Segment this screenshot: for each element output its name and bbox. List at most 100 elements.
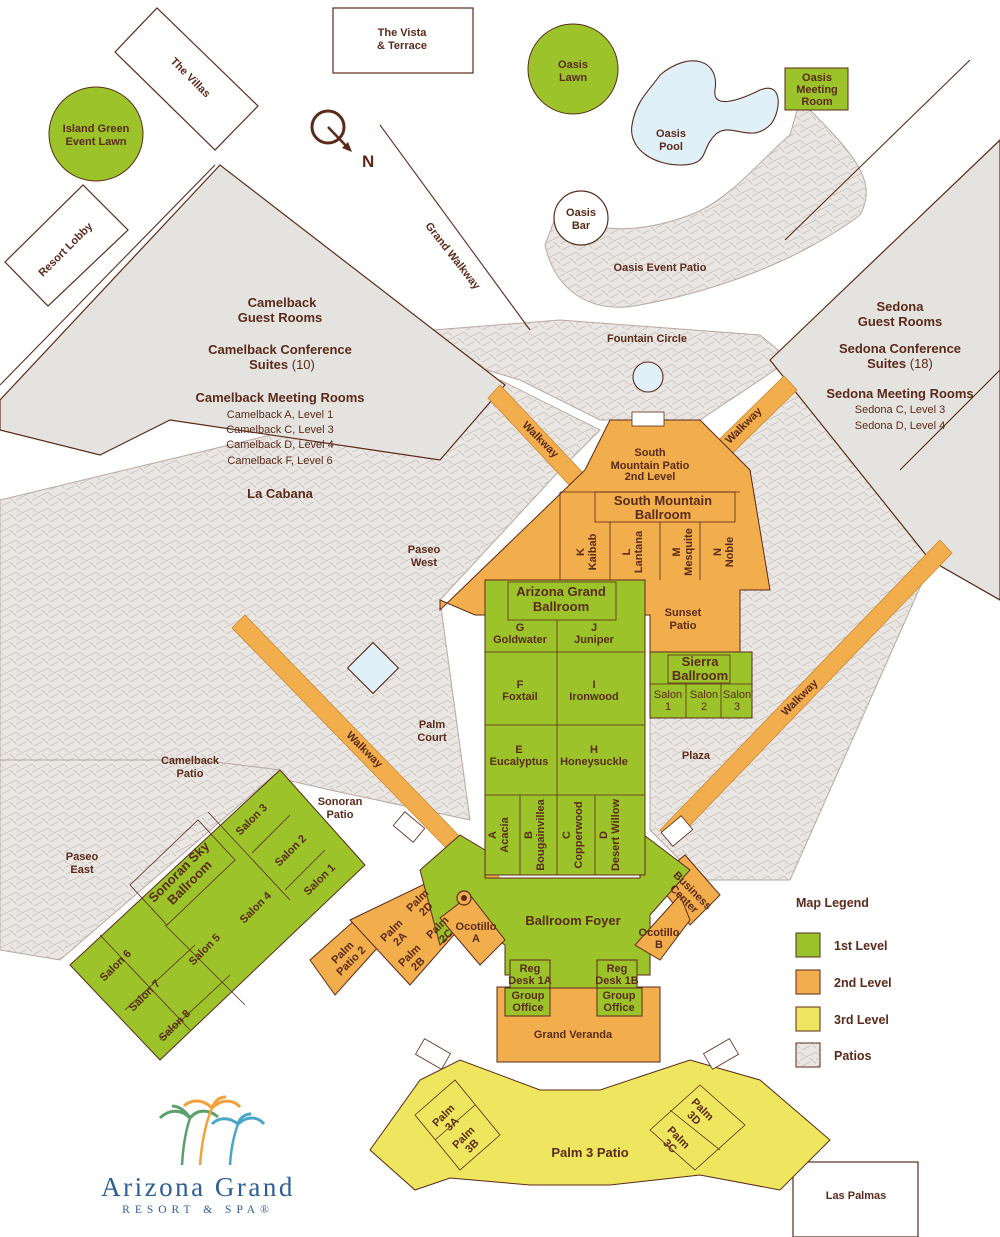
road-edge-2 <box>784 59 971 241</box>
sonoran-sky-grid <box>99 811 326 1041</box>
oasis-bar-label-2: Bar <box>572 220 591 232</box>
group-office-b-label-2: Office <box>603 1002 634 1014</box>
oasis-pool-label-1: Oasis <box>656 128 686 140</box>
logo-title: Arizona Grand <box>101 1172 295 1202</box>
oasis-meeting-label-2: Meeting <box>796 84 838 96</box>
room-j-letter: J <box>591 622 597 634</box>
island-green-label-2: Event Lawn <box>65 136 126 148</box>
sedona-conf-1: Sedona Conference <box>839 341 961 356</box>
room-e-letter: E <box>515 744 522 756</box>
sedona-conf-2: Suites <box>867 356 906 371</box>
sedona-meet-title: Sedona Meeting Rooms <box>826 386 973 401</box>
room-h-letter: H <box>590 744 598 756</box>
south-mountain-ballroom-1: South Mountain <box>614 493 712 508</box>
south-mountain-room-l: LLantana <box>621 530 645 573</box>
arizona-grand-title-1: Arizona Grand <box>516 584 606 599</box>
oasis-lawn <box>527 23 619 115</box>
sedona-guest-1: Sedona <box>877 299 925 314</box>
sonoran-patio-label-2: Patio <box>327 809 354 821</box>
oasis-bar-label-1: Oasis <box>566 207 596 219</box>
sedona-conf-line: Suites (18) <box>867 356 933 371</box>
room-g-letter: G <box>516 622 525 634</box>
reg-desk-1a-label-1: Reg <box>520 963 541 975</box>
south-mountain-room-k: KKaibab <box>575 533 599 570</box>
logo-subtitle: RESORT & SPA® <box>122 1204 274 1216</box>
palm-3-wing <box>369 1059 831 1191</box>
road-edge-1 <box>379 124 531 331</box>
oasis-lawn-label-1: Oasis <box>558 59 588 71</box>
group-office-b <box>596 987 643 1017</box>
palm-court-label-1: Palm <box>419 719 446 731</box>
vista-terrace-label-1: The Vista <box>378 27 428 39</box>
camelback-conf-1: Camelback Conference <box>208 342 352 357</box>
oasis-bar <box>553 190 609 246</box>
room-d: DDesert Willow <box>598 799 622 871</box>
paseo-west-label-2: West <box>411 557 437 569</box>
room-a: AAcacia <box>487 816 511 852</box>
south-mountain-patio-level: 2nd Level <box>625 471 676 483</box>
palm-3-patio-label: Palm 3 Patio <box>551 1145 628 1160</box>
fountain <box>632 361 664 393</box>
oasis-meeting-label-3: Room <box>801 96 832 108</box>
paseo-west-pool <box>346 641 400 695</box>
reg-desk-1a-label-2: Desk 1A <box>508 975 551 987</box>
legend-label-1st-level: 1st Level <box>834 939 888 953</box>
room-g-name: Goldwater <box>493 634 548 646</box>
group-office-b-label-1: Group <box>603 990 636 1002</box>
reg-desk-1a <box>509 959 551 989</box>
stairs <box>392 411 740 1070</box>
south-mountain-patio-2: Mountain Patio <box>611 460 690 472</box>
camelback-building <box>0 164 506 461</box>
logo-wordmark: Arizona Grand RESORT & SPA® <box>62 1172 334 1218</box>
south-mountain-grid <box>559 491 740 580</box>
arizona-grand-grid <box>485 581 645 875</box>
oasis-pool <box>631 60 779 166</box>
map-legend: Map Legend 1st Level 2nd Level 3rd Level… <box>795 896 892 1068</box>
sunset-patio-label-2: Patio <box>670 620 697 632</box>
palm-3b-label: Palm3B <box>450 1124 486 1160</box>
sedona-building <box>769 139 1000 601</box>
palm-trees-icon <box>158 1095 266 1166</box>
group-office-a-label-2: Office <box>512 1002 543 1014</box>
resort-lobby-building <box>4 184 129 307</box>
oasis-meeting-room <box>784 67 849 111</box>
legend-label-patios: Patios <box>834 1049 872 1063</box>
camelback-room-1: Camelback A, Level 1 <box>227 409 333 421</box>
oasis-meeting-label-1: Oasis <box>802 72 832 84</box>
south-mountain-patio-1: South <box>634 447 665 459</box>
sedona-room-2: Sedona D, Level 4 <box>855 420 946 432</box>
la-cabana-label: La Cabana <box>247 486 314 501</box>
north-arrow-icon <box>310 109 352 152</box>
sedona-conf-count: (18) <box>910 356 933 371</box>
ocotillo-a-label-1: Ocotillo <box>456 921 497 933</box>
island-green-lawn <box>48 86 144 182</box>
compass-label: N <box>362 152 374 171</box>
legend-swatch-patios <box>795 1042 821 1068</box>
legend-swatch-2nd-level <box>795 969 821 995</box>
grand-walkway-lines <box>0 164 216 386</box>
camelback-guest-2: Guest Rooms <box>238 310 323 325</box>
room-j-name: Juniper <box>574 634 614 646</box>
camelback-patio-label-1: Camelback <box>161 755 220 767</box>
camelback-room-4: Camelback F, Level 6 <box>227 455 332 467</box>
island-green-label-1: Island Green <box>63 123 130 135</box>
legend-title: Map Legend <box>796 896 869 910</box>
paseo-east-label-1: Paseo <box>66 851 99 863</box>
paseo-east-label-2: East <box>70 864 94 876</box>
vista-terrace-building <box>332 7 474 74</box>
sonoran-patio-label-1: Sonoran <box>318 796 363 808</box>
group-office-a <box>504 987 551 1017</box>
camelback-conf-line: Suites (10) <box>249 357 315 372</box>
grand-veranda-label: Grand Veranda <box>534 1029 613 1041</box>
sunset-patio-label-1: Sunset <box>665 607 702 619</box>
grand-walkway-label: Grand Walkway <box>423 220 483 292</box>
camelback-guest-1: Camelback <box>248 295 317 310</box>
room-c: CCopperwood <box>561 801 585 868</box>
patio-fountain-circle <box>369 319 791 421</box>
camelback-room-3: Camelback D, Level 4 <box>226 439 334 451</box>
room-b: BBougainvillea <box>523 798 547 870</box>
oasis-pool-label-2: Pool <box>659 141 683 153</box>
palm-court-label-2: Court <box>417 732 447 744</box>
patio-paseo-east <box>0 759 282 961</box>
